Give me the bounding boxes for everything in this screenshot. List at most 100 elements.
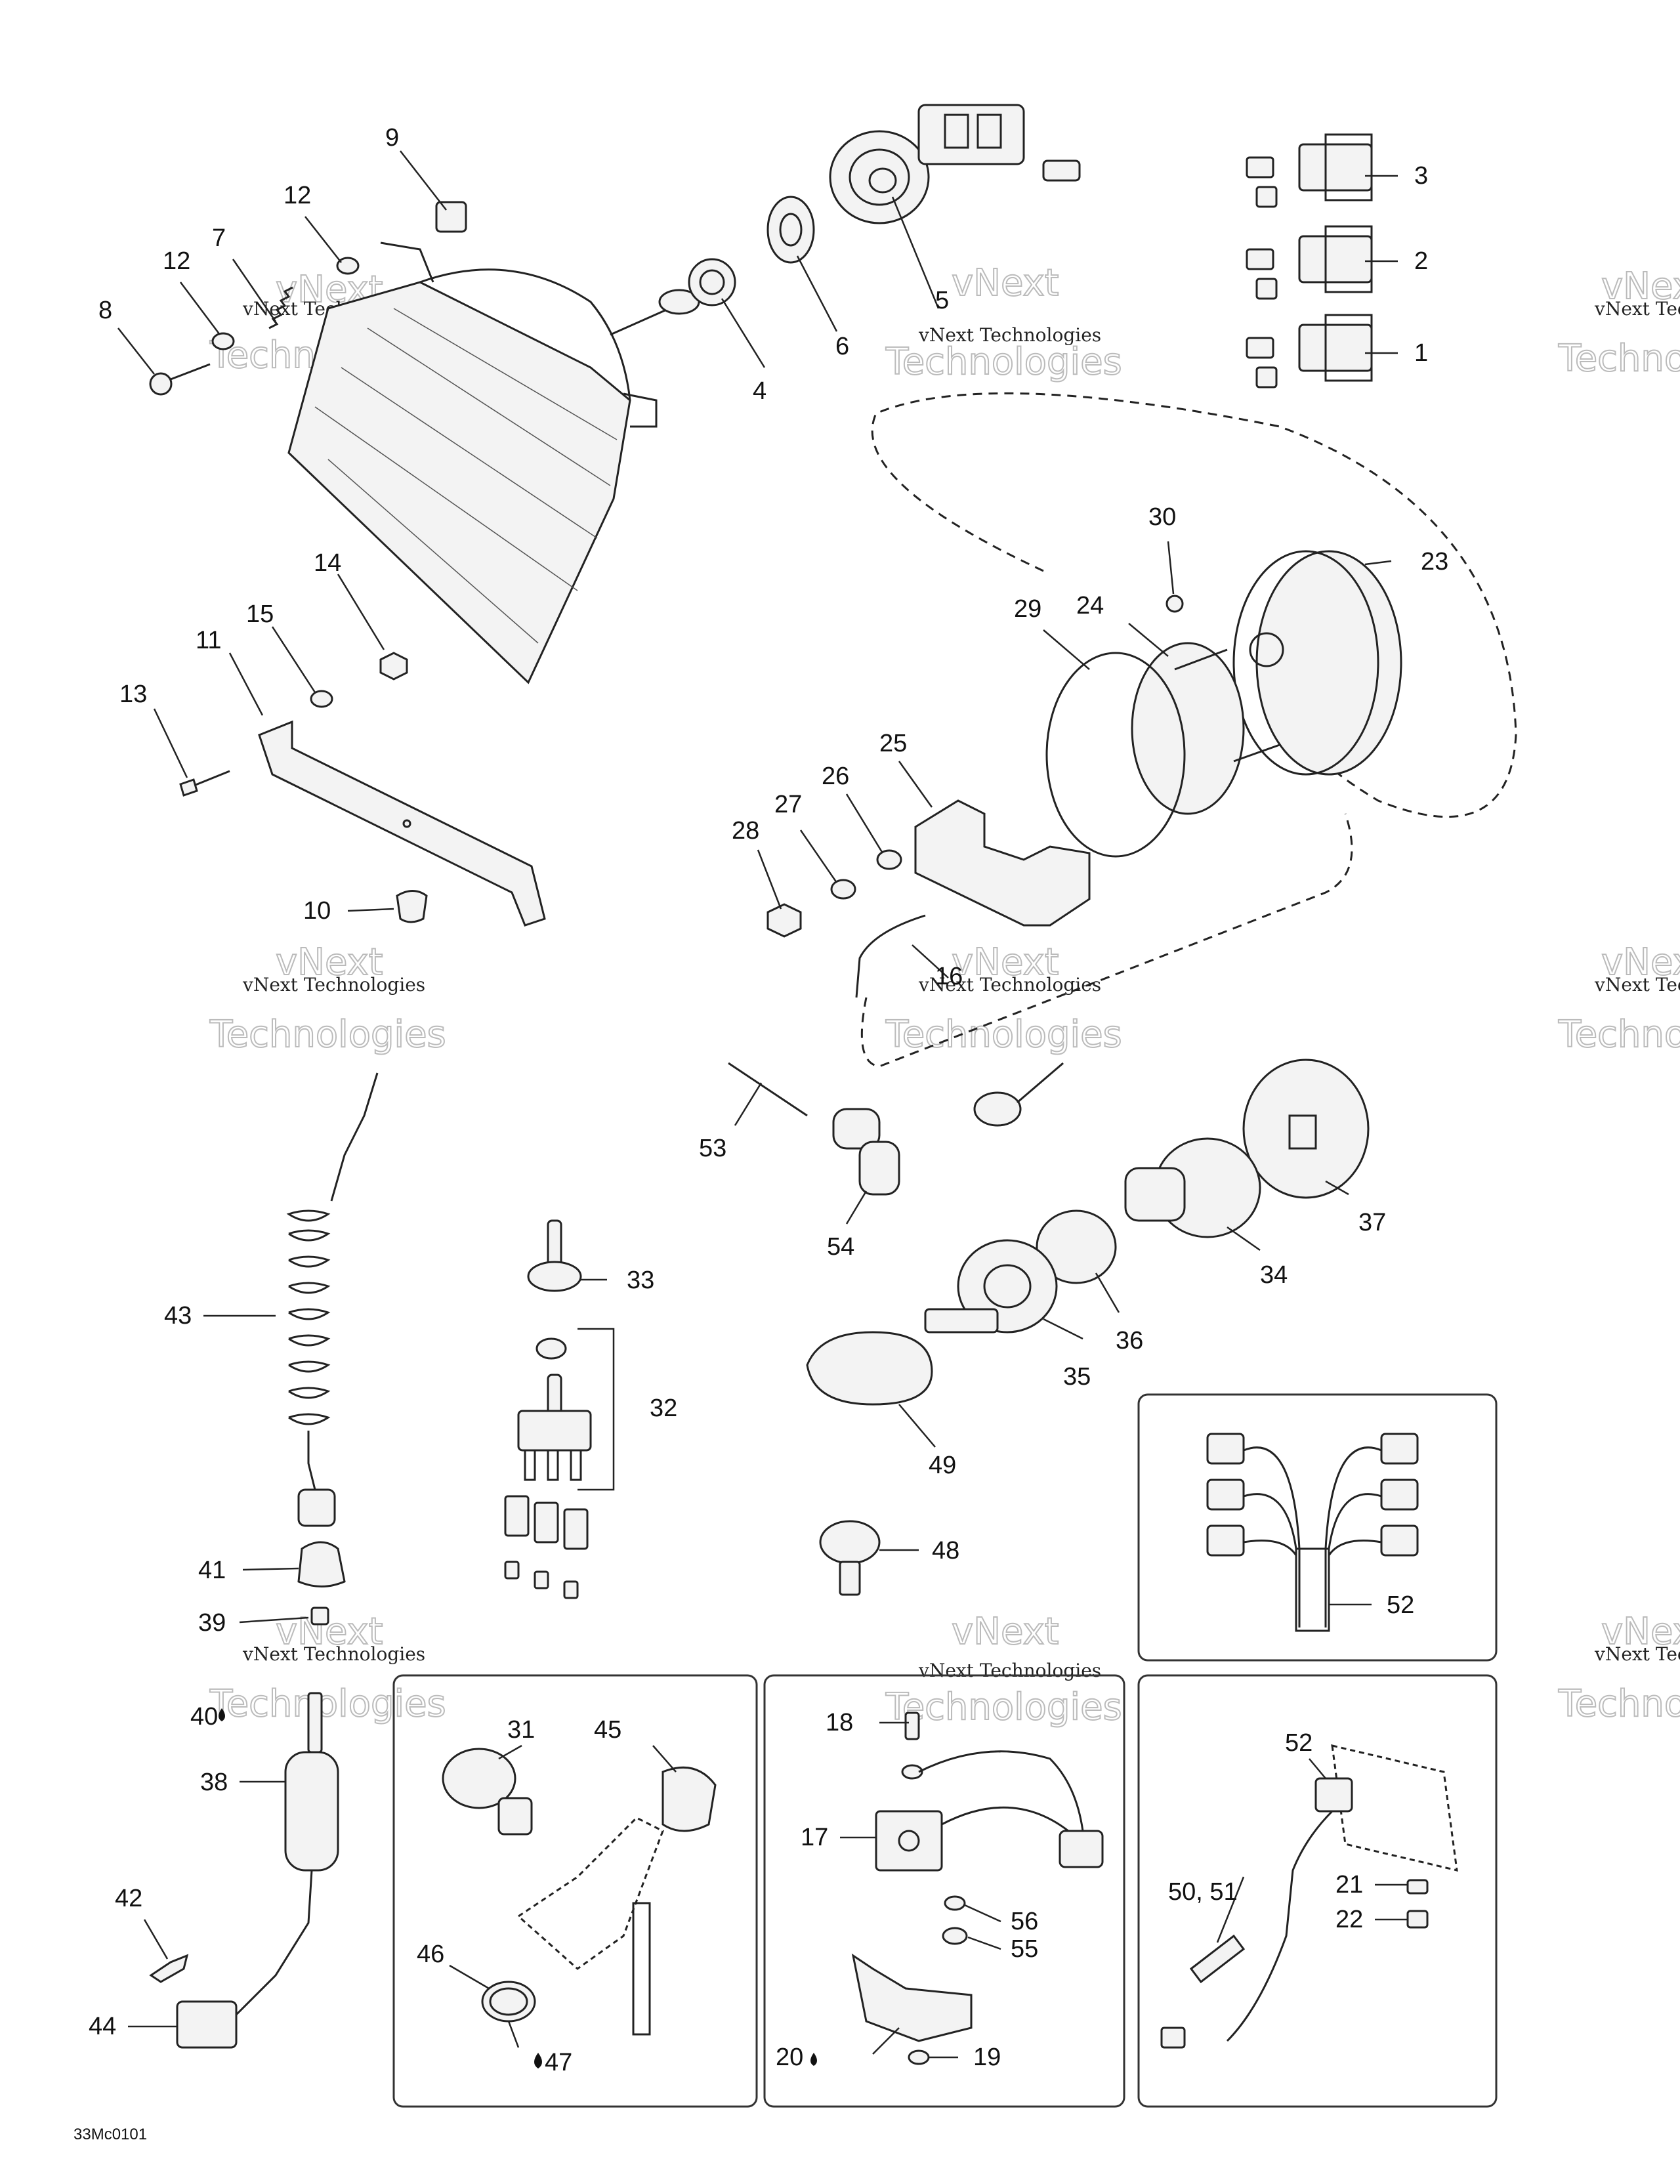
regulator-inset-parts [851, 1712, 1104, 2065]
watermark-logo: vNext [1601, 265, 1680, 308]
switch-2 [1246, 225, 1373, 300]
diagram-code: 33Mc0101 [74, 2126, 147, 2143]
rubber-boot [829, 130, 930, 224]
drop-icon [534, 2053, 542, 2068]
callout-label: 24 [1076, 592, 1104, 620]
watermark-mid-right: vNext vNext Technologies Technologies [1557, 940, 1680, 1057]
callout-label: 25 [879, 730, 907, 757]
drop-markers [219, 1708, 817, 2068]
washer [336, 257, 360, 275]
callout-label: 55 [1011, 1935, 1038, 1963]
callout-label: 15 [246, 600, 274, 628]
switch-inset-parts [442, 1748, 717, 2036]
watermark-group: vNext vNext Technologies Technologies vN… [209, 261, 1680, 1729]
callout-label: 48 [932, 1537, 959, 1564]
o-ring [1045, 652, 1186, 858]
callout-label: 41 [198, 1557, 226, 1584]
retaining-ring [766, 196, 815, 264]
gauge-group-outline [871, 392, 1517, 818]
watermark-text: vNext Technologies [1594, 974, 1680, 996]
gauge-assembly [1045, 550, 1402, 858]
post-switch-38 [149, 1692, 339, 2049]
callout-label: 17 [801, 1824, 828, 1851]
clip-42 [149, 1954, 189, 1983]
callout-label: 8 [98, 297, 112, 324]
callout-label: 12 [163, 247, 190, 275]
callout-label: 9 [385, 124, 399, 152]
headlamp-tab-top [380, 242, 434, 283]
callout-label: 38 [200, 1769, 228, 1796]
callout-label: 53 [699, 1135, 726, 1162]
inset-box-connectors [1137, 1393, 1498, 1662]
watermark-logo: vNext [1601, 941, 1680, 984]
watermark-text: vNext Technologies [242, 974, 425, 996]
lower-bracket [179, 652, 546, 927]
gauge-bracket [914, 799, 1091, 927]
watermark-low-left: vNext vNext Technologies Technologies [209, 1610, 447, 1726]
callout-label: 36 [1116, 1327, 1143, 1354]
watermark-logo: vNext [952, 1610, 1059, 1653]
watermark-top-center: vNext vNext Technologies Technologies [885, 261, 1123, 384]
watermark-text: vNext Technologies [918, 324, 1101, 346]
nut-36 [1036, 1209, 1117, 1284]
hose-16 [855, 914, 926, 998]
callout-label: 28 [732, 817, 759, 845]
watermark-text: vNext Technologies [242, 1643, 425, 1665]
ignition-cap [1242, 1059, 1370, 1199]
watermark-text-outline: Technologies [1558, 337, 1680, 380]
callout-label: 4 [753, 377, 766, 405]
callout-label: 14 [314, 549, 341, 577]
screw-head [149, 372, 173, 396]
callout-label: 20 [776, 2044, 803, 2071]
watermark-mid-center: vNext vNext Technologies Technologies [885, 940, 1123, 1057]
callout-label: 3 [1414, 162, 1428, 190]
callout-label: 45 [594, 1716, 621, 1744]
inset-box-regulator [763, 1674, 1125, 2108]
callout-label: 50, 51 [1168, 1878, 1238, 1906]
watermark-text-outline: Technologies [885, 1013, 1122, 1056]
cap-41 [297, 1541, 346, 1587]
callout-label: 39 [198, 1609, 226, 1637]
watermark-logo: vNext [952, 941, 1059, 984]
callout-label: 5 [935, 287, 949, 314]
callout-label: 52 [1285, 1729, 1312, 1757]
headlamp-assembly [287, 242, 658, 684]
callout-label: 11 [196, 627, 221, 654]
key-49 [806, 1308, 999, 1406]
watermark-text-outline: Technologies [885, 1686, 1122, 1729]
callout-label: 49 [929, 1452, 956, 1479]
callout-label: 35 [1063, 1363, 1091, 1391]
callout-label: 40 [190, 1703, 218, 1731]
cable-end [973, 1062, 1064, 1127]
callout-label: 6 [835, 333, 849, 360]
callout-label: 32 [650, 1395, 677, 1422]
harness-inset-parts [1160, 1744, 1458, 2049]
callout-label: 7 [212, 224, 226, 252]
callout-label: 52 [1387, 1591, 1414, 1619]
washer-26 [876, 849, 902, 870]
watermark-text-outline: Technologies [885, 341, 1122, 383]
pin-53 [728, 1062, 808, 1117]
washer [211, 332, 235, 350]
watermark-logo: vNext [952, 262, 1059, 304]
callout-label: 44 [89, 2013, 116, 2040]
screw-shank [170, 363, 211, 381]
inset-box-harness [1137, 1674, 1498, 2108]
connector-block-top [917, 104, 1081, 182]
watermark-logo: vNext [276, 1610, 383, 1653]
callout-label: 33 [627, 1267, 654, 1294]
connector-44 [176, 2000, 238, 2049]
bulb-socket [610, 258, 736, 336]
callout-label: 31 [507, 1716, 535, 1744]
drop-icon [810, 2053, 817, 2066]
nut-28 [766, 903, 802, 938]
callout-label: 54 [827, 1233, 854, 1261]
switch-3 [1246, 133, 1373, 208]
knob-48 [819, 1520, 881, 1596]
ignition-switch [957, 1059, 1370, 1334]
toggle-switch-33 [527, 1219, 582, 1292]
callout-label: 47 [545, 2049, 572, 2076]
watermark-logo: vNext [1601, 1610, 1680, 1653]
inset-box-switch [392, 1674, 758, 2108]
callout-label: 21 [1335, 1871, 1363, 1899]
